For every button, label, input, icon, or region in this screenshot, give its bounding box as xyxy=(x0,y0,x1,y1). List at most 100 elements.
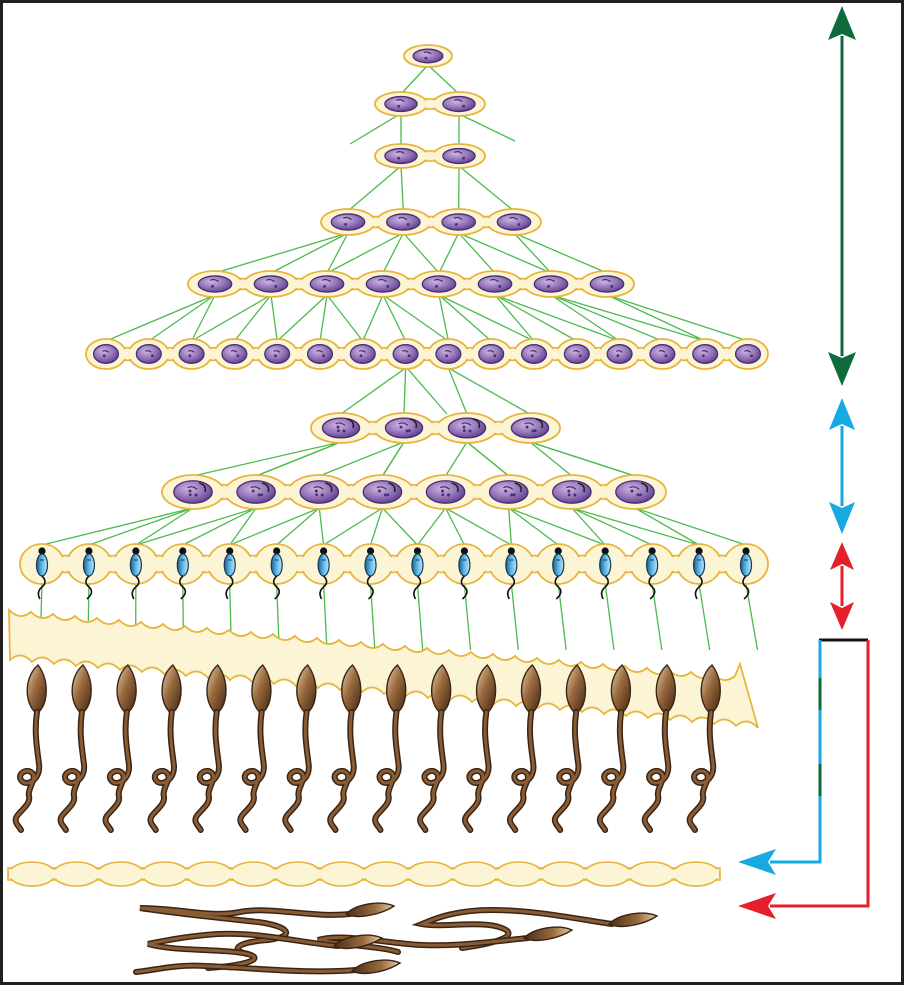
connector-line xyxy=(571,507,606,546)
spermatid-nucleus xyxy=(599,553,612,577)
connector-line xyxy=(445,441,468,477)
bridge-fill xyxy=(401,100,459,108)
flagellum xyxy=(742,575,750,600)
acrosome xyxy=(601,547,609,555)
connector-line xyxy=(362,294,384,342)
flagellum xyxy=(413,575,422,600)
connector-line xyxy=(606,294,706,342)
nucleus xyxy=(510,417,550,439)
nucleolus xyxy=(211,284,215,288)
nucleolus xyxy=(498,284,502,288)
mitotic-phase-arrow xyxy=(828,6,856,386)
acrosome xyxy=(742,547,750,555)
flagellum xyxy=(272,575,280,600)
nucleus xyxy=(488,480,529,504)
nucleus xyxy=(412,48,444,64)
stage-cytoplasmic-bridge-chain xyxy=(7,861,721,887)
sperm-tail-highlight xyxy=(147,932,340,970)
connector-line xyxy=(400,165,404,212)
connector-line xyxy=(382,294,407,342)
stage-spermatogonia-8 xyxy=(187,270,635,298)
nucleolus xyxy=(616,354,620,358)
chromatin-dot xyxy=(441,489,445,493)
chromatin-dot xyxy=(447,493,451,497)
acrosome xyxy=(320,547,328,555)
nucleus xyxy=(384,147,418,165)
sperm-tail-highlight xyxy=(134,964,358,974)
chromatin-dot xyxy=(399,425,403,429)
nucleolus xyxy=(102,354,106,358)
blue-arrow-head xyxy=(738,849,776,875)
chromatin-dot xyxy=(377,489,381,493)
stage-spermatocytes-4 xyxy=(310,412,561,444)
bridge-fill xyxy=(106,349,748,359)
flagellum xyxy=(600,575,609,600)
spermatid-nucleus xyxy=(223,553,236,577)
spermatid-nucleus xyxy=(739,553,753,577)
connector-line xyxy=(322,583,328,651)
chromatin xyxy=(487,350,495,353)
elongated-spermatid xyxy=(237,663,272,833)
chromatin-dot xyxy=(504,489,508,493)
connector-line xyxy=(513,232,552,274)
sperm-tail-highlight xyxy=(688,710,715,832)
nucleus xyxy=(442,147,476,165)
sperm-tail-highlight xyxy=(373,710,401,832)
nucleolus xyxy=(664,354,668,358)
nucleolus xyxy=(188,493,192,497)
spermatozoon xyxy=(411,906,659,951)
connector-line xyxy=(135,507,257,546)
bridge-fill xyxy=(401,152,459,160)
acrosome xyxy=(460,547,468,555)
sperm-tail-highlight xyxy=(238,710,266,832)
nucleolus xyxy=(323,284,327,288)
nucleus xyxy=(392,344,419,364)
chromatin-dot xyxy=(468,429,472,433)
nucleus xyxy=(563,344,590,364)
flagellum xyxy=(37,575,46,600)
connector-line xyxy=(105,294,216,342)
chromatin xyxy=(401,350,409,353)
nucleus xyxy=(692,344,719,364)
spermatid-nucleus xyxy=(552,553,565,577)
nucleolus xyxy=(406,222,410,226)
nucleus xyxy=(135,344,162,364)
sperm-head xyxy=(350,959,402,975)
nucleolus xyxy=(578,354,582,358)
red-arrow-head xyxy=(738,893,776,919)
chromatin xyxy=(439,486,451,490)
nucleolus xyxy=(441,493,445,497)
chromatin xyxy=(273,350,281,353)
acrosome xyxy=(226,547,234,555)
chromatin-dot xyxy=(314,489,318,493)
acrosome xyxy=(366,547,375,555)
nucleolus xyxy=(359,354,363,358)
nucleolus xyxy=(454,222,458,226)
arrow-head-down xyxy=(828,352,856,386)
nucleus xyxy=(362,480,403,504)
sperm-tail-highlight xyxy=(148,710,176,832)
sperm-tail-highlight xyxy=(418,710,446,832)
sperm-head xyxy=(332,934,384,950)
nucleus xyxy=(441,213,477,231)
connector-line xyxy=(508,507,606,546)
connector-line xyxy=(326,232,349,274)
nucleus xyxy=(435,344,462,364)
chromatin-dot xyxy=(383,493,387,497)
nucleus xyxy=(299,480,340,504)
nucleus xyxy=(385,213,421,231)
arrow-head-up xyxy=(829,398,855,430)
arrow-head-down xyxy=(830,602,854,630)
connector-line xyxy=(438,294,535,342)
connector-line xyxy=(41,507,194,546)
nucleolus xyxy=(567,493,571,497)
flagellum xyxy=(554,575,562,600)
elongated-spermatid xyxy=(641,663,676,833)
stage-spermatogonium xyxy=(403,44,453,68)
chromatin xyxy=(358,350,366,353)
nucleolus xyxy=(236,354,240,358)
chromatin-dot xyxy=(194,493,198,497)
sperm-tail-highlight xyxy=(598,710,625,832)
chromatin-dot xyxy=(336,425,340,429)
